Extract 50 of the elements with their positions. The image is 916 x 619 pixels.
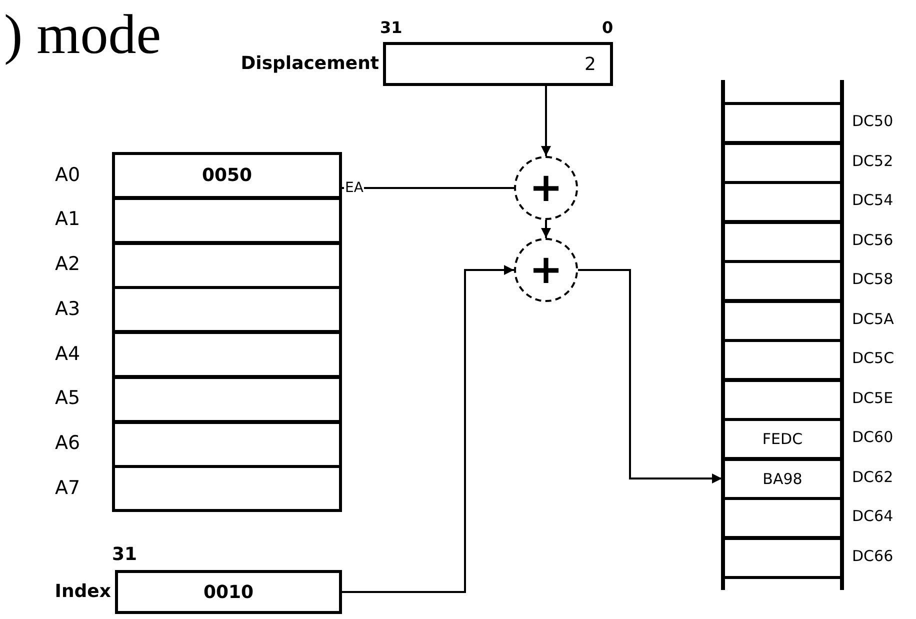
register-box	[112, 376, 342, 423]
title: ) mode	[4, 3, 162, 68]
register-value: 0050	[202, 165, 252, 186]
address-label: DC66	[852, 548, 894, 564]
address-label: DC62	[852, 470, 894, 484]
register-value: 2	[584, 54, 596, 74]
address-label: DC56	[852, 232, 894, 248]
bit-number: 0	[602, 20, 614, 36]
arrow	[541, 220, 551, 238]
register-value: 0010	[203, 582, 254, 602]
address-label: DC58	[852, 272, 894, 287]
register-box	[112, 242, 342, 288]
arrow	[342, 265, 514, 593]
register-box	[112, 420, 342, 468]
address-label: DC5E	[852, 390, 894, 406]
plus-sign: +	[529, 250, 563, 290]
register-name: A0	[55, 166, 80, 184]
address-label: DC52	[852, 154, 894, 168]
address-label: DC64	[852, 509, 894, 524]
register-box	[112, 286, 342, 334]
memory-cell	[722, 102, 843, 144]
register-name: Displacement	[240, 55, 379, 73]
arrow	[541, 86, 551, 156]
plus-sign: +	[529, 168, 563, 208]
register-name: A6	[55, 434, 80, 453]
register-value: BA98	[762, 470, 802, 488]
address-label: DC5C	[852, 351, 894, 366]
register-name: A4	[55, 344, 80, 364]
address-label: DC60	[852, 430, 894, 445]
bit-number: 31	[380, 20, 402, 36]
register-name: A1	[55, 210, 80, 230]
register-box	[112, 331, 342, 378]
register-box	[115, 570, 342, 614]
memory-cell	[722, 536, 843, 578]
register-name: A5	[55, 389, 80, 408]
address-label: DC5A	[852, 312, 894, 326]
register-box	[383, 42, 613, 86]
register-name: Index	[54, 583, 111, 601]
register-box	[112, 196, 342, 244]
register-name: A2	[55, 255, 80, 274]
bit-number: 31	[112, 546, 138, 564]
register-name: A3	[55, 300, 80, 319]
register-box	[112, 465, 342, 512]
register-box	[112, 152, 342, 199]
register-value: FEDC	[762, 430, 803, 448]
edge-label: EA	[344, 181, 364, 195]
address-label: DC50	[852, 114, 894, 129]
register-name: A7	[55, 478, 80, 498]
address-label: DC54	[852, 193, 894, 208]
arrow	[578, 269, 722, 484]
